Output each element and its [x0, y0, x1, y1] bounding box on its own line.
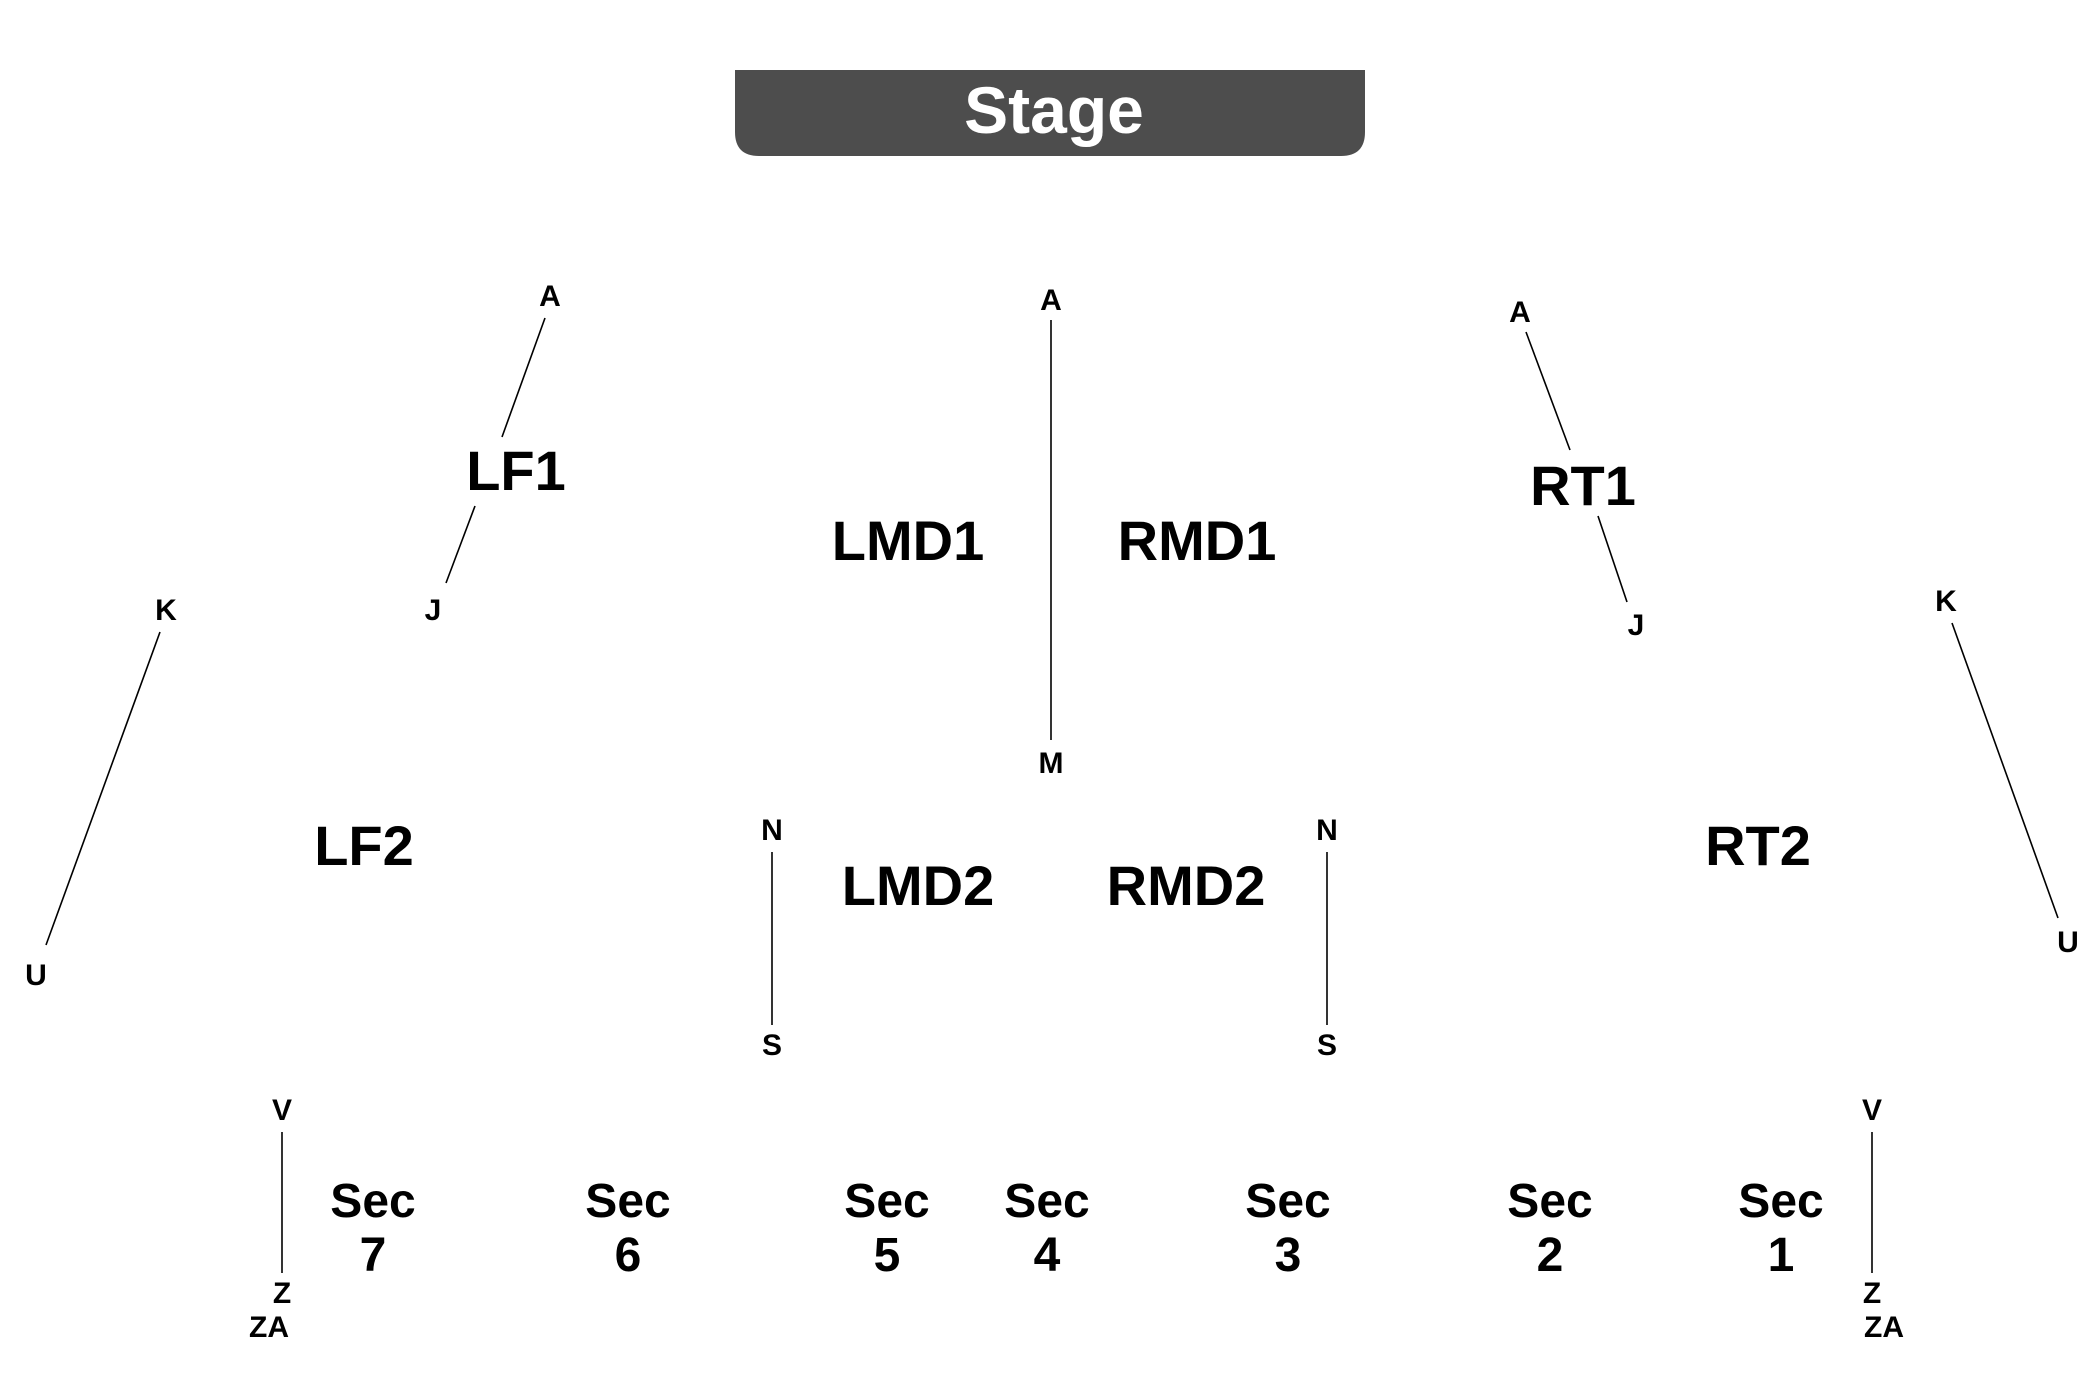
rt2-rows-end-label: U — [2057, 926, 2079, 959]
rmd2-rows-start-label: N — [1316, 814, 1338, 847]
lf1-rows-line-1 — [501, 317, 546, 438]
section-rt2[interactable]: RT2 — [1705, 814, 1811, 877]
left-rear-rows-extra-label: ZA — [249, 1311, 289, 1344]
center-rows-start-label: A — [1040, 284, 1062, 317]
section-lmd1[interactable]: LMD1 — [832, 509, 984, 572]
lf2-rows-end-label: U — [25, 959, 47, 992]
right-rear-rows-extra-label: ZA — [1864, 1311, 1904, 1344]
rt1-rows-line-2 — [1597, 515, 1628, 603]
right-rear-rows-start-label: V — [1862, 1094, 1882, 1127]
rt1-rows-end-label: J — [1628, 609, 1645, 642]
rt2-rows-start-label: K — [1935, 585, 1957, 618]
lmd2-rows-start-label: N — [761, 814, 783, 847]
section-rt1[interactable]: RT1 — [1530, 454, 1636, 517]
section-rmd1[interactable]: RMD1 — [1118, 509, 1277, 572]
rt1-rows-start-label: A — [1509, 296, 1531, 329]
section-rmd2[interactable]: RMD2 — [1107, 854, 1266, 917]
right-rear-rows-end-label: Z — [1863, 1277, 1881, 1310]
stage-label: Stage — [964, 73, 1144, 147]
center-rows-end-label: M — [1039, 747, 1064, 780]
section-lmd2[interactable]: LMD2 — [842, 854, 994, 917]
lf2-rows-start-label: K — [155, 594, 177, 627]
stage-banner — [735, 70, 1365, 156]
left-rear-rows-end-label: Z — [273, 1277, 291, 1310]
lf1-rows-end-label: J — [425, 594, 442, 627]
lmd2-rows-end-label: S — [762, 1029, 782, 1062]
left-rear-rows-start-label: V — [272, 1094, 292, 1127]
lf1-rows-line-2 — [445, 505, 476, 584]
section-lf2[interactable]: LF2 — [314, 814, 414, 877]
lf2-rows-line-1 — [45, 631, 161, 946]
rt1-rows-line-1 — [1525, 331, 1571, 451]
rmd2-rows-end-label: S — [1317, 1029, 1337, 1062]
lf1-rows-start-label: A — [539, 280, 561, 313]
rt2-rows-line-1 — [1951, 622, 2059, 919]
section-lf1[interactable]: LF1 — [466, 439, 566, 502]
